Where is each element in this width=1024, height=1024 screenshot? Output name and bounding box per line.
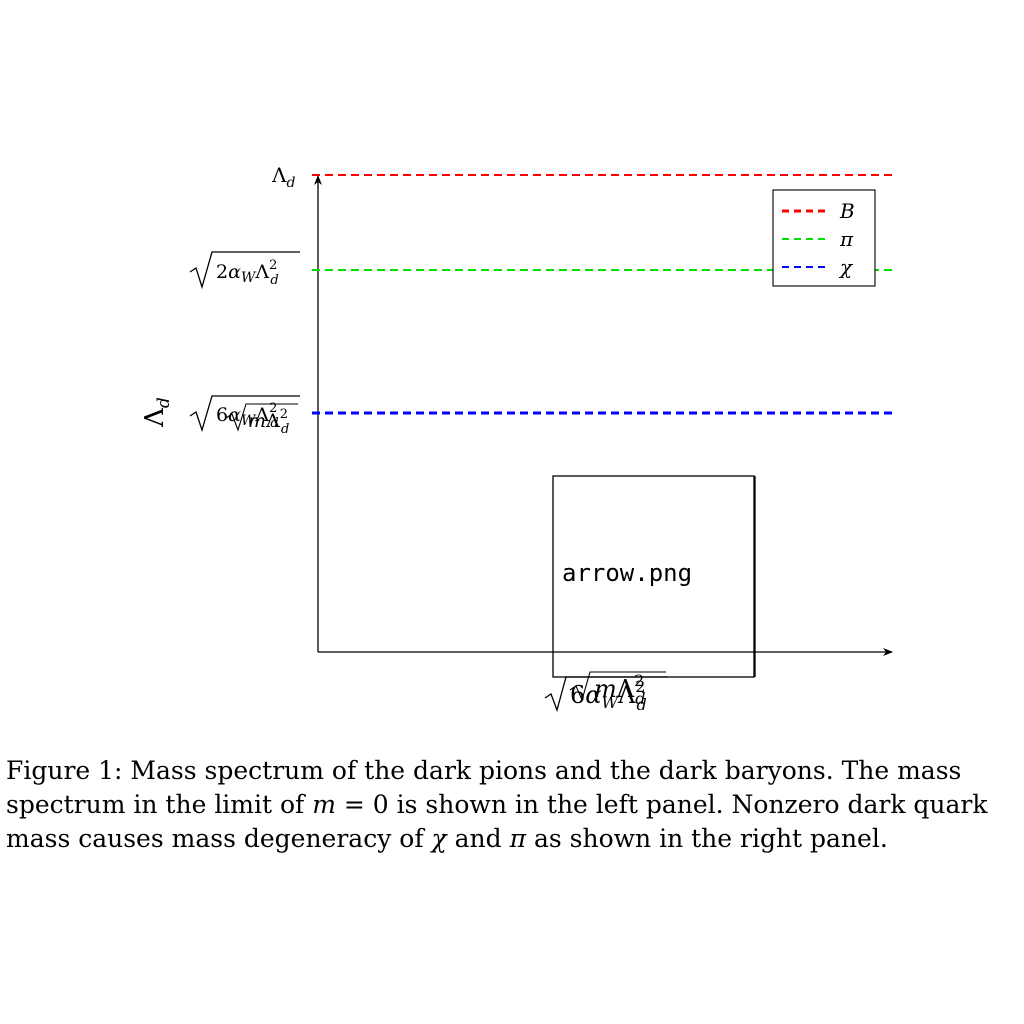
arrow-image-placeholder: arrow.png (552, 475, 756, 678)
legend-label: π (839, 227, 854, 251)
legend-label: B (839, 199, 855, 223)
y-axis-label: Λd (140, 397, 174, 428)
legend-label: χ (838, 255, 854, 279)
level-label-B: Λd (271, 163, 295, 191)
legend: Bπχ (772, 189, 876, 287)
image-placeholder-text: arrow.png (562, 559, 692, 587)
caption-line: spectrum in the limit of m = 0 is shown … (6, 790, 988, 819)
caption-line: Figure 1: Mass spectrum of the dark pion… (6, 756, 962, 785)
caption-line: mass causes mass degeneracy of χ and π a… (6, 824, 888, 853)
figure-caption: Figure 1: Mass spectrum of the dark pion… (6, 754, 1020, 856)
svg-text:Λd: Λd (140, 397, 174, 428)
svg-text:Λd: Λd (271, 163, 295, 191)
